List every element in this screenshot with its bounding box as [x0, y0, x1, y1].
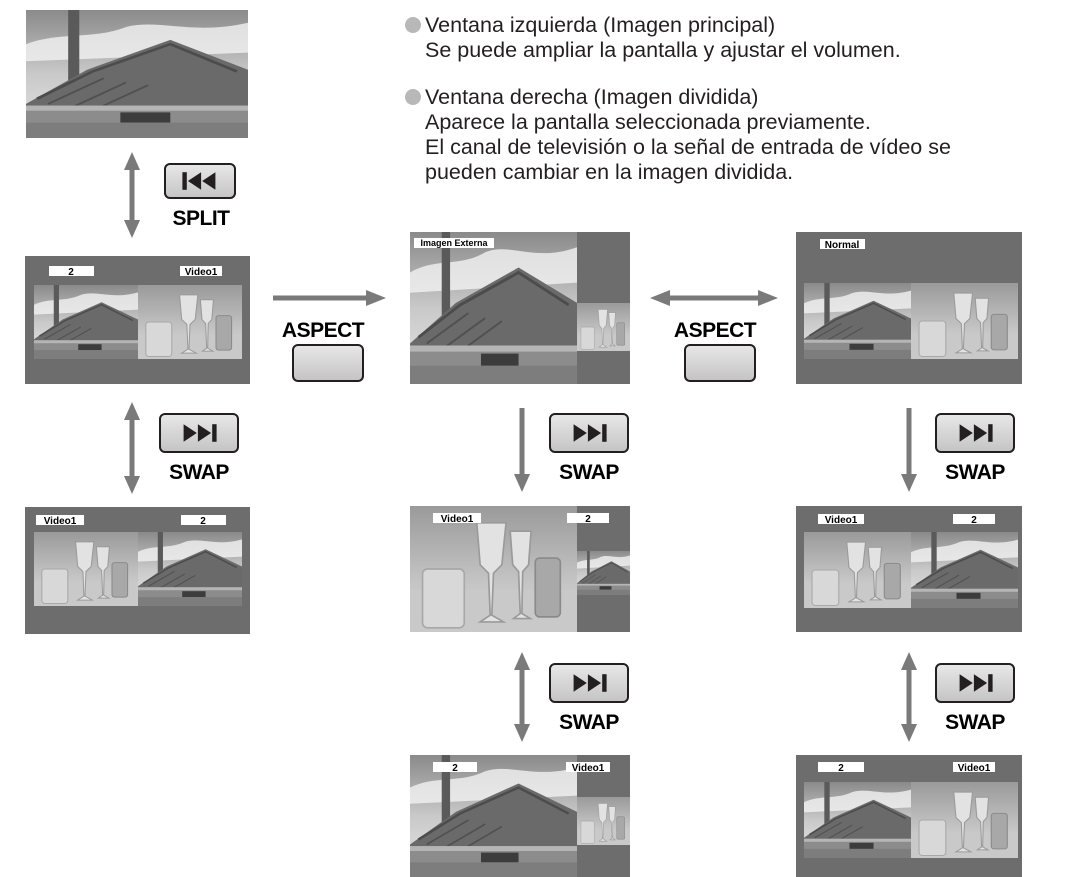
- screen-tag: 2: [200, 516, 206, 527]
- bullet-icon: [405, 89, 421, 105]
- screen-tag: Video1: [572, 763, 605, 774]
- note-heading: Ventana izquierda (Imagen principal): [425, 13, 776, 37]
- normal-screen: Normal: [796, 232, 1022, 384]
- screen-tag: Video1: [44, 516, 77, 527]
- notes-panel: Ventana izquierda (Imagen principal) Se …: [405, 13, 1081, 207]
- normal-swapped-screen: Video1 2: [796, 506, 1022, 632]
- normal-bottom-screen: 2 Video1: [796, 755, 1022, 877]
- split-button[interactable]: [164, 163, 236, 199]
- swap-label: SWAP: [559, 461, 619, 484]
- note-main-window: Ventana izquierda (Imagen principal) Se …: [405, 13, 1081, 63]
- screen-tag: Video1: [958, 763, 991, 774]
- screen-tag: Video1: [441, 514, 474, 525]
- note-text: Se puede ampliar la pantalla y ajustar e…: [425, 38, 901, 62]
- aspect-label: ASPECT: [282, 319, 365, 342]
- split-screen: 2 Video1: [25, 256, 250, 384]
- aspect-arrow: [650, 290, 778, 306]
- aspect-arrow: [273, 290, 386, 306]
- swap-button[interactable]: [935, 413, 1015, 453]
- screen-tag: Video1: [825, 515, 858, 526]
- swap-label: SWAP: [945, 461, 1005, 484]
- swap-label: SWAP: [945, 711, 1005, 734]
- swap-label: SWAP: [169, 461, 229, 484]
- note-text: pueden cambiar en la imagen dividida.: [425, 160, 794, 184]
- screen-tag: 2: [585, 514, 591, 525]
- external-bottom-screen: 2 Video1: [410, 755, 630, 877]
- swap-arrow: [901, 408, 917, 492]
- swap-arrow: [514, 652, 530, 742]
- main-image-screen: [26, 10, 248, 138]
- swap-arrow: [901, 652, 917, 742]
- aspect-button[interactable]: [292, 344, 364, 382]
- swap-button[interactable]: [549, 413, 629, 453]
- screen-tag: Video1: [185, 267, 218, 278]
- swap-button[interactable]: [935, 663, 1015, 703]
- bullet-icon: [405, 17, 421, 33]
- external-screen: Imagen Externa: [410, 232, 630, 384]
- note-text: El canal de televisión o la señal de ent…: [425, 135, 951, 159]
- aspect-button[interactable]: [684, 344, 756, 382]
- swap-label: SWAP: [559, 711, 619, 734]
- note-heading: Ventana derecha (Imagen dividida): [425, 85, 759, 109]
- aspect-label: ASPECT: [674, 319, 757, 342]
- note-text: Aparece la pantalla seleccionada previam…: [425, 110, 871, 134]
- swap-button[interactable]: [549, 663, 629, 703]
- screen-tag: 2: [452, 763, 458, 774]
- swap-arrow: [514, 408, 530, 492]
- split-arrow: [124, 152, 140, 238]
- screen-tag: Normal: [825, 240, 860, 251]
- swap-screen: Video1 2: [25, 507, 250, 634]
- external-swapped-screen: Video1 2: [410, 506, 630, 632]
- screen-tag: 2: [68, 267, 74, 278]
- split-label: SPLIT: [172, 207, 230, 230]
- screen-tag: Imagen Externa: [420, 238, 488, 248]
- screen-tag: 2: [971, 515, 977, 526]
- swap-button[interactable]: [159, 413, 239, 453]
- note-split-window: Ventana derecha (Imagen dividida) Aparec…: [405, 85, 1081, 185]
- swap-arrow: [124, 402, 140, 494]
- screen-tag: 2: [838, 763, 844, 774]
